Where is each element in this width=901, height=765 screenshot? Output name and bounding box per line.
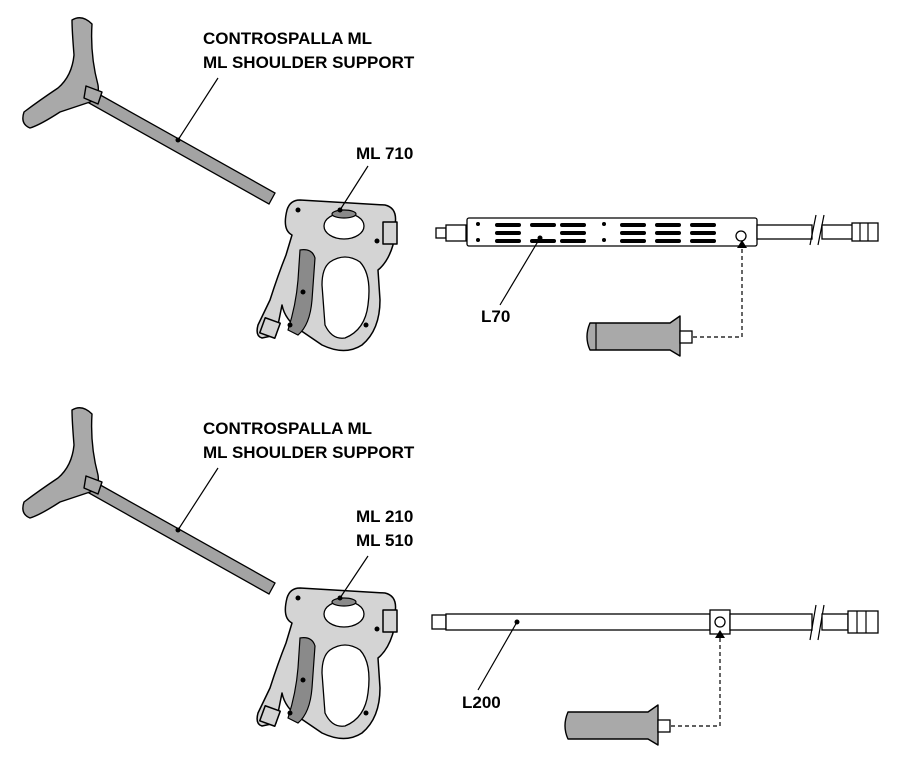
- leader-gun-top: [339, 165, 369, 211]
- leader-shoulder-top: [177, 77, 219, 141]
- shoulder-support-label-bottom-line2: ML SHOULDER SUPPORT: [203, 443, 415, 462]
- gun-label-top: ML 710: [356, 144, 414, 163]
- gun-label-bottom-line2: ML 510: [356, 531, 414, 550]
- lance-l200: [431, 604, 879, 641]
- dashed-link-top: [693, 240, 743, 338]
- lance-l70: [435, 214, 879, 247]
- grip-top: [586, 315, 693, 357]
- leader-lance-top: [499, 237, 541, 306]
- gun-label-bottom-line1: ML 210: [356, 507, 414, 526]
- leader-gun-bottom: [339, 555, 369, 599]
- shoulder-support-label-bottom-line1: CONTROSPALLA ML: [203, 419, 373, 438]
- leader-lance-bottom: [477, 621, 518, 691]
- spray-gun-ml710: [256, 199, 398, 352]
- dashed-link-bottom: [671, 630, 721, 727]
- spray-gun-ml210-ml510: [256, 587, 398, 740]
- lance-label-top: L70: [481, 307, 511, 326]
- lance-label-bottom: L200: [462, 693, 501, 712]
- shoulder-support-label-top-line1: CONTROSPALLA ML: [203, 29, 373, 48]
- grip-bottom: [564, 704, 671, 746]
- shoulder-support-label-top-line2: ML SHOULDER SUPPORT: [203, 53, 415, 72]
- leader-shoulder-bottom: [177, 467, 219, 531]
